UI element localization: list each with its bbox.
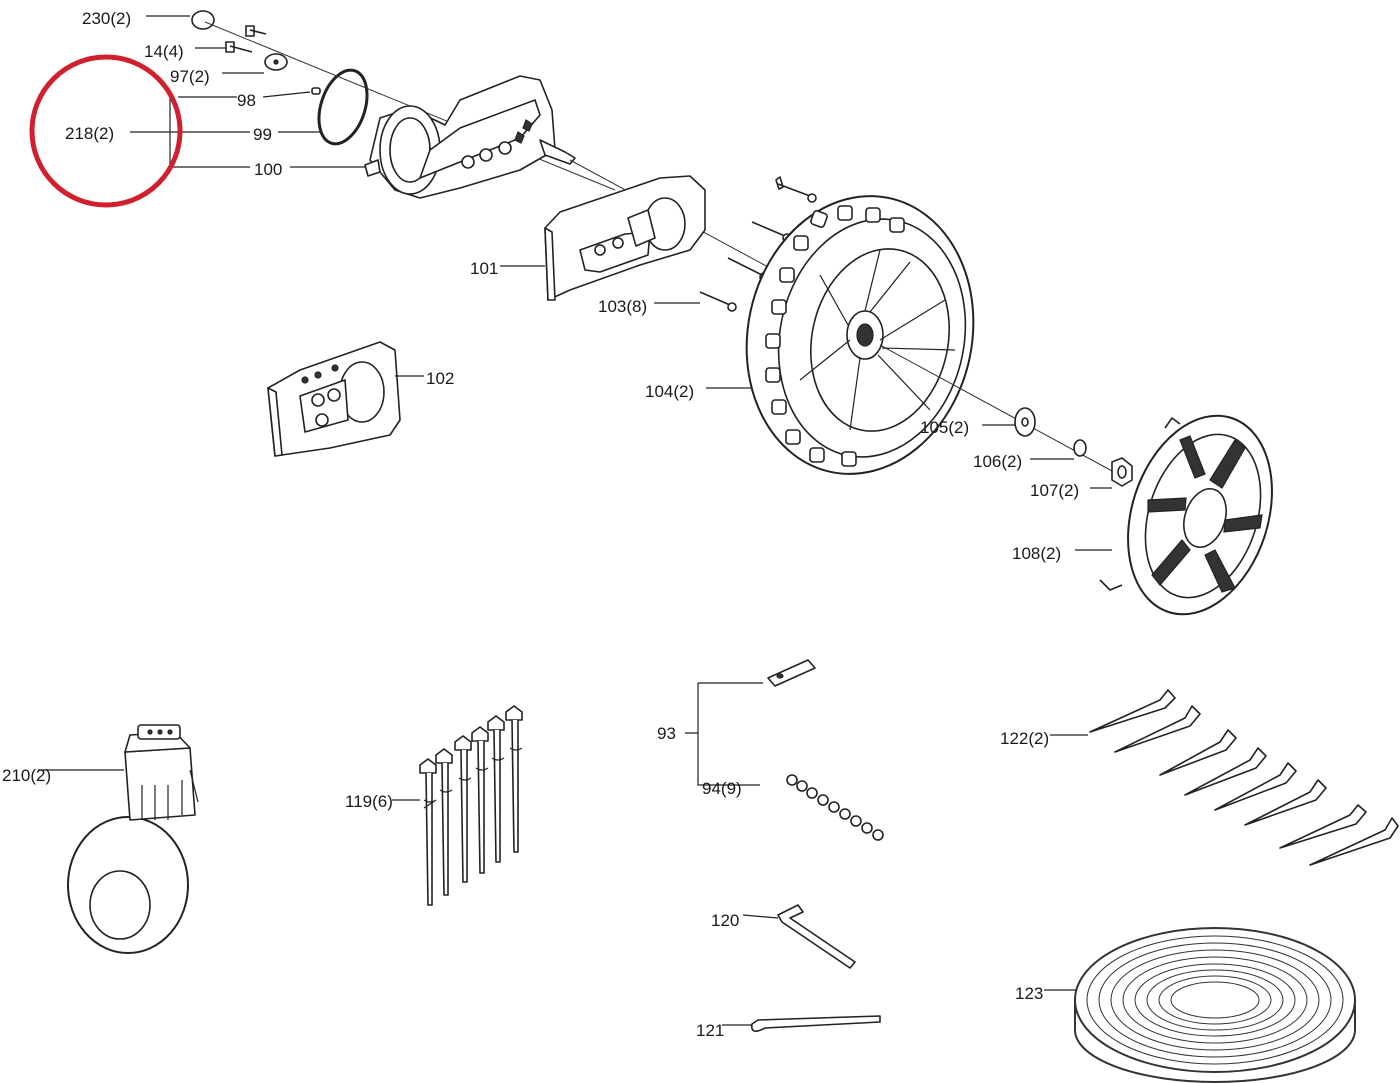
washer-106[interactable] <box>1073 439 1087 457</box>
label-104: 104(2) <box>645 382 694 401</box>
pin-98[interactable] <box>311 87 321 95</box>
highlight-circle <box>29 54 183 208</box>
leader-lines <box>38 15 1112 1026</box>
label-230: 230(2) <box>82 9 131 28</box>
label-105: 105(2) <box>920 418 969 437</box>
screws-94[interactable] <box>786 774 884 841</box>
label-94: 94(9) <box>702 779 742 798</box>
washer-230[interactable] <box>191 10 215 30</box>
callout-labels: 230(2) 14(4) 97(2) 98 218(2) 99 100 101 … <box>2 9 1079 1040</box>
washer-97[interactable] <box>264 53 288 71</box>
label-98: 98 <box>237 91 256 110</box>
o-ring-99[interactable] <box>310 64 375 150</box>
hubcap-108[interactable] <box>1099 397 1296 633</box>
gearbox-motor-100[interactable] <box>364 75 576 199</box>
label-93: 93 <box>657 724 676 743</box>
label-107: 107(2) <box>1030 481 1079 500</box>
screw-14[interactable] <box>225 25 267 53</box>
washer-105[interactable] <box>1014 407 1036 437</box>
label-218: 218(2) <box>65 124 114 143</box>
label-14: 14(4) <box>144 42 184 61</box>
label-106: 106(2) <box>973 452 1022 471</box>
cover-101[interactable] <box>544 175 706 301</box>
leader-93 <box>685 682 763 786</box>
wheel-104[interactable] <box>721 175 998 495</box>
hex-key-120[interactable] <box>777 904 856 969</box>
hex-key-121[interactable] <box>750 1015 881 1032</box>
wire-coil-123[interactable] <box>1074 927 1356 1083</box>
pegs-122[interactable] <box>1089 689 1399 866</box>
label-210: 210(2) <box>2 766 51 785</box>
label-102: 102 <box>426 369 454 388</box>
cover-102[interactable] <box>267 341 401 457</box>
label-123: 123 <box>1015 984 1043 1003</box>
label-108: 108(2) <box>1012 544 1061 563</box>
front-wheel-210[interactable] <box>67 724 199 954</box>
label-121: 121 <box>696 1021 724 1040</box>
blade-93[interactable] <box>767 659 816 687</box>
label-120: 120 <box>711 911 739 930</box>
label-119: 119(6) <box>345 792 393 811</box>
nut-107[interactable] <box>1111 457 1133 487</box>
label-97: 97(2) <box>170 67 210 86</box>
label-122: 122(2) <box>1000 729 1049 748</box>
stakes-119[interactable] <box>419 705 523 906</box>
label-101: 101 <box>470 259 498 278</box>
label-103: 103(8) <box>598 297 647 316</box>
label-100: 100 <box>254 160 282 179</box>
label-99: 99 <box>253 125 272 144</box>
